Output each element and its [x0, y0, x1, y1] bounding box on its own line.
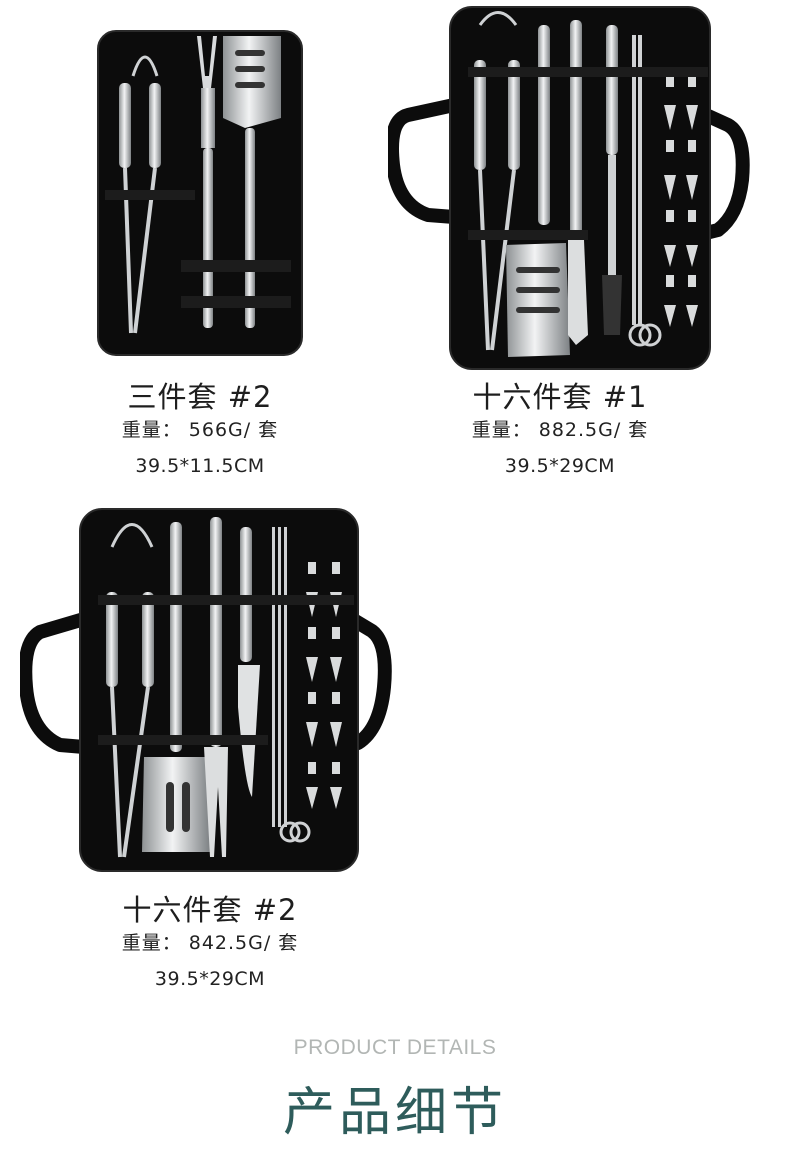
product-image-16-piece-1	[388, 5, 750, 375]
product-weight: 重量： 882.5G/ 套	[471, 419, 649, 441]
product-caption-16-piece-1: 十六件套 #1 重量： 882.5G/ 套 39.5*29CM	[430, 380, 690, 480]
product-size: 39.5*11.5CM	[135, 455, 265, 477]
section-title-cn: 产品细节	[282, 1083, 507, 1143]
product-caption-16-piece-2: 十六件套 #2 重量： 842.5G/ 套 39.5*29CM	[80, 893, 340, 993]
product-weight: 重量： 842.5G/ 套	[121, 932, 299, 954]
product-size: 39.5*29CM	[154, 968, 266, 990]
bbq-tool-16-piece-case-icon	[388, 6, 750, 370]
product-image-3-piece	[95, 28, 305, 358]
bbq-tool-3-piece-case-icon	[97, 30, 303, 356]
product-size: 39.5*29CM	[504, 455, 616, 477]
bbq-tool-16-piece-case-icon	[20, 508, 392, 872]
section-title-en: PRODUCT DETAILS	[293, 1036, 497, 1059]
product-title: 十六件套 #2	[122, 893, 298, 927]
product-caption-3-piece: 三件套 #2 重量： 566G/ 套 39.5*11.5CM	[95, 380, 305, 480]
product-image-16-piece-2	[20, 507, 392, 877]
product-title: 十六件套 #1	[472, 380, 648, 414]
product-weight: 重量： 566G/ 套	[121, 419, 279, 441]
product-title: 三件套 #2	[127, 380, 273, 414]
